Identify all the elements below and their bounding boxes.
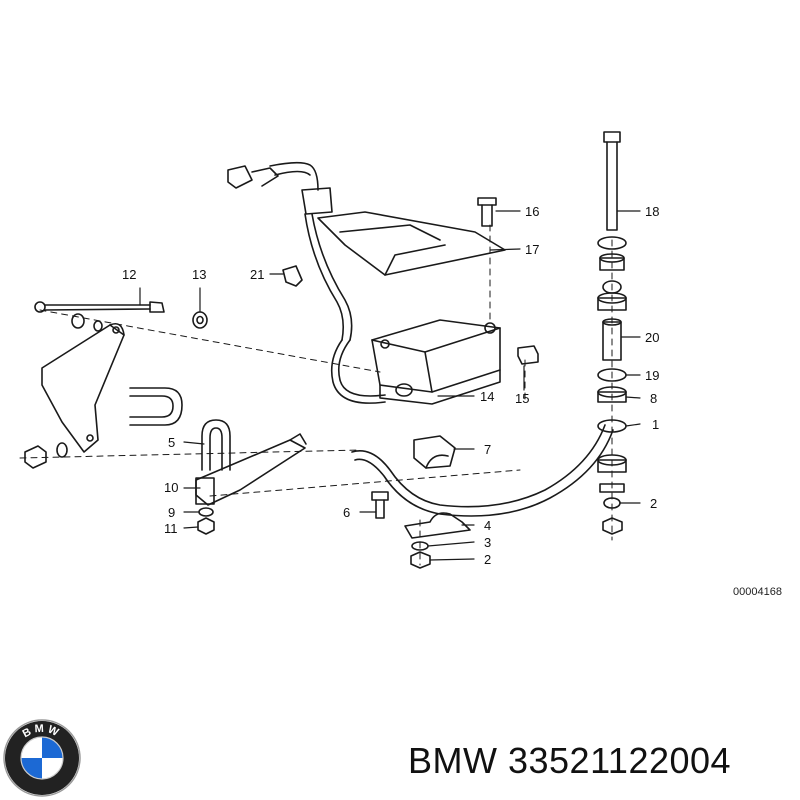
part-5-u-bolt [201,419,231,471]
callout-10: 10 [164,480,178,495]
callout-18: 18 [645,204,659,219]
callout-15: 15 [515,391,529,406]
part-13-washer [192,311,208,329]
callout-19: 19 [645,368,659,383]
stabilizer-bar [351,424,614,517]
diagram-reference-code: 00004168 [733,586,782,598]
callout-16: 16 [525,204,539,219]
callout-5: 5 [168,435,175,450]
part-14-control-unit [371,319,501,405]
brand-caption: BMW 33521122004 [408,740,732,781]
callout-3: 3 [484,535,491,550]
part-7-rubber-mount [413,435,456,469]
parts-diagram: 1 2 2 3 4 5 6 7 8 9 10 11 12 13 14 15 16… [19,131,659,569]
callout-6: 6 [343,505,350,520]
part-17-mounting-plate [317,211,506,276]
u-bolt-horizontal [129,387,183,426]
part-18-long-bolt [603,131,621,231]
callout-2-lower: 2 [484,552,491,567]
part-2-nut-lower [410,551,431,569]
bracket-arm [41,322,125,453]
part-16-bolt [477,197,497,227]
callout-2-right: 2 [650,496,657,511]
part-10-clamp-bracket [195,433,307,506]
sensor-cable [227,161,386,404]
part-4-bracket [404,512,471,539]
assembly-axis-lines [19,224,613,566]
logo-text: BMW [21,723,61,741]
part-11-nut [197,517,215,535]
part-6-bolt [371,491,389,519]
part-21-clip [282,265,303,287]
callout-numbers: 1 2 2 3 4 5 6 7 8 9 10 11 12 13 14 15 16… [122,204,659,567]
bmw-logo-icon: BMW [3,719,81,797]
callout-21: 21 [250,267,264,282]
callout-11: 11 [164,521,178,536]
part-9-washer [198,507,214,517]
callout-8: 8 [650,391,657,406]
callout-4: 4 [484,518,491,533]
callout-20: 20 [645,330,659,345]
svg-text:BMW: BMW [21,723,64,741]
callout-12: 12 [122,267,136,282]
leader-lines [139,210,641,561]
callout-9: 9 [168,505,175,520]
left-nut [24,442,68,469]
callout-17: 17 [525,242,539,257]
callout-13: 13 [192,267,206,282]
callout-14: 14 [480,389,494,404]
arm-washers [71,313,103,332]
callout-7: 7 [484,442,491,457]
part-12-linkage-rod [34,301,165,313]
callout-1: 1 [652,417,659,432]
part-15-bushing [517,345,539,365]
